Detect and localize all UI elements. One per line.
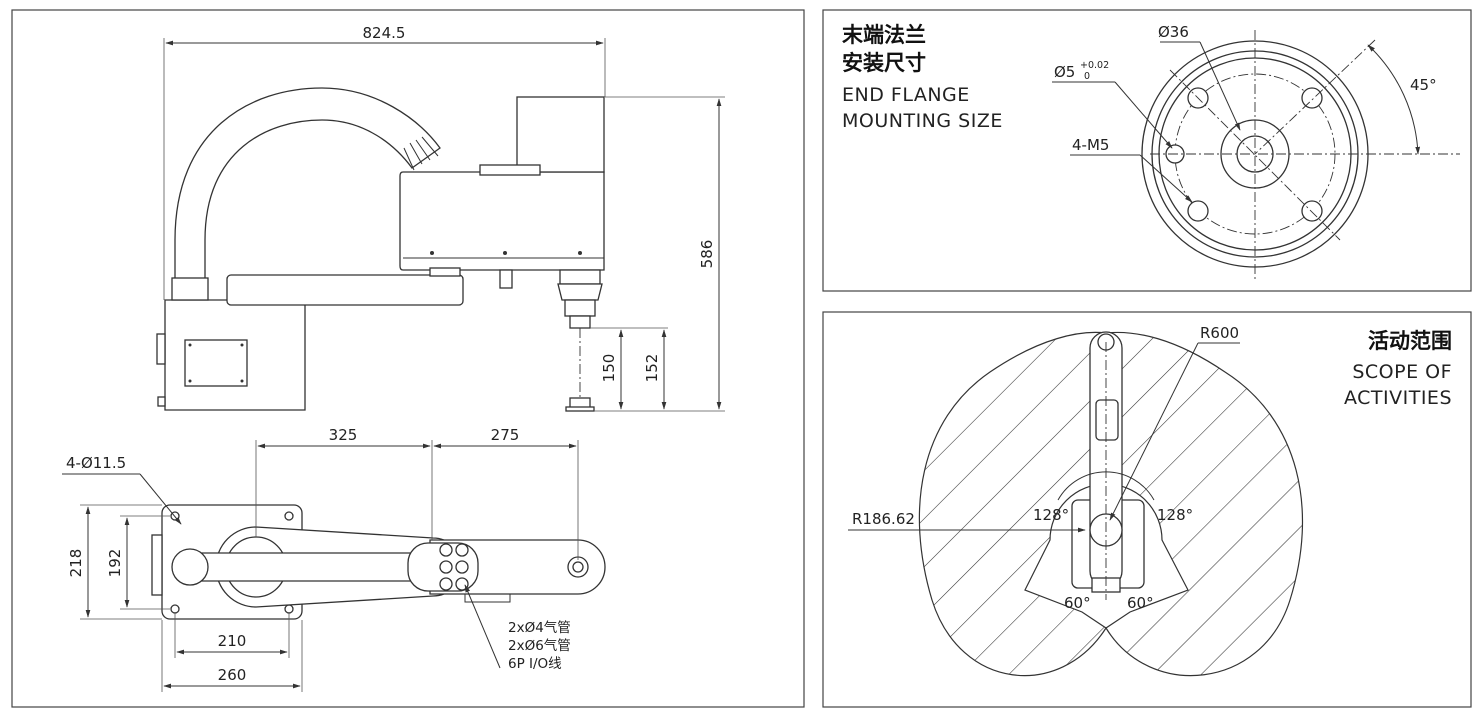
label-angle-right: 128° xyxy=(1157,506,1193,524)
label-flange-diameter: Ø36 xyxy=(1158,23,1189,41)
panel-side-top-view xyxy=(11,9,805,708)
panel-scope xyxy=(822,311,1472,708)
dim-height: 586 xyxy=(698,240,716,269)
dim-base-depth-outer: 218 xyxy=(67,549,85,578)
top-view-drawing: 325 275 4-Ø11.5 218 192 210 260 2xØ4气管 2… xyxy=(62,426,606,692)
cable-note-1: 2xØ4气管 xyxy=(508,620,571,636)
dim-arm2-length: 275 xyxy=(491,426,520,444)
scope-title-cn: 活动范围 xyxy=(1368,329,1452,353)
label-tol-lower: 0 xyxy=(1084,71,1090,82)
dim-base-width: 260 xyxy=(218,666,247,684)
scope-drawing: 活动范围 SCOPE OF ACTIVITIES R600 R186.62 12… xyxy=(848,324,1452,677)
dim-base-hole-spacing: 210 xyxy=(218,632,247,650)
dim-stroke-a: 150 xyxy=(600,354,618,383)
label-thread-holes: 4-M5 xyxy=(1072,136,1109,154)
label-flange-angle: 45° xyxy=(1410,76,1437,94)
label-inner-radius: R186.62 xyxy=(852,510,915,528)
flange-title-en-1: END FLANGE xyxy=(842,84,970,106)
label-angle-left: 128° xyxy=(1033,506,1069,524)
flange-title-cn-2: 安装尺寸 xyxy=(842,51,926,75)
panel-end-flange xyxy=(822,9,1472,292)
flange-title-cn-1: 末端法兰 xyxy=(842,23,926,47)
cable-note-3: 6P I/O线 xyxy=(508,656,562,672)
scope-title-en-1: SCOPE OF xyxy=(1352,361,1452,383)
label-mount-holes: 4-Ø11.5 xyxy=(66,454,126,472)
side-view-drawing: 824.5 586 150 152 xyxy=(156,24,725,412)
label-tol-upper: +0.02 xyxy=(1080,60,1109,71)
flange-title-en-2: MOUNTING SIZE xyxy=(842,110,1003,132)
dim-stroke-b: 152 xyxy=(643,354,661,383)
dim-total-reach: 824.5 xyxy=(363,24,406,42)
scope-title-en-2: ACTIVITIES xyxy=(1344,387,1452,409)
label-angle-bottom-right: 60° xyxy=(1127,594,1154,612)
dim-base-depth-inner: 192 xyxy=(106,549,124,578)
label-angle-bottom-left: 60° xyxy=(1064,594,1091,612)
label-pin-hole: Ø5 xyxy=(1054,63,1075,81)
dim-arm1-length: 325 xyxy=(329,426,358,444)
cable-note-2: 2xØ6气管 xyxy=(508,638,571,654)
label-outer-radius: R600 xyxy=(1200,324,1239,342)
flange-drawing: 末端法兰 安装尺寸 END FLANGE MOUNTING SIZE Ø36 Ø… xyxy=(842,23,1460,282)
